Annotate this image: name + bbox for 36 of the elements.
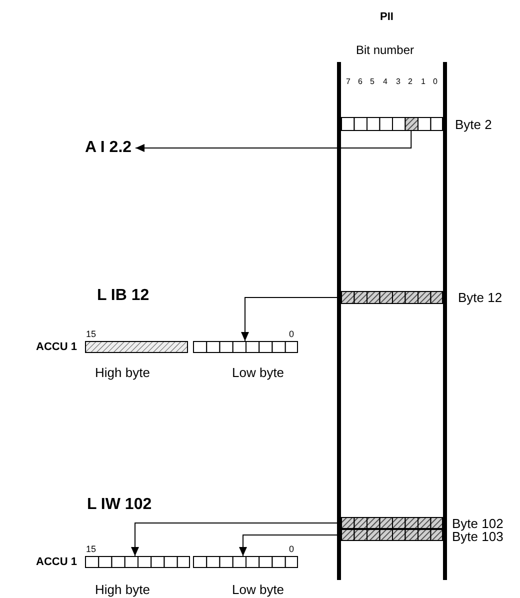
register-name: ACCU 1 xyxy=(36,557,77,568)
byte-label: Byte 12 xyxy=(458,291,502,304)
byte-label: Byte 103 xyxy=(452,530,504,543)
register-bar xyxy=(193,556,298,568)
bit-number: 0 xyxy=(433,78,438,86)
register-bar xyxy=(341,517,443,529)
register-bar xyxy=(85,341,188,353)
bit-number: 6 xyxy=(358,78,362,86)
register-bar xyxy=(193,341,298,353)
bit-index: 0 xyxy=(289,330,294,339)
bit-number: 7 xyxy=(346,78,350,86)
column-heading: PII xyxy=(380,12,394,23)
byte-label: High byte xyxy=(95,366,150,379)
register-name: ACCU 1 xyxy=(36,342,77,353)
byte-label: Low byte xyxy=(232,366,284,379)
register-bar xyxy=(341,529,443,541)
register-bar xyxy=(341,291,443,304)
bit-index: 0 xyxy=(289,545,294,554)
byte-label: High byte xyxy=(95,583,150,596)
byte-label: Byte 102 xyxy=(452,517,504,530)
bit-number: 4 xyxy=(383,78,388,86)
axis-caption: Bit number xyxy=(356,44,414,56)
arrow xyxy=(135,130,412,152)
byte-label: Byte 2 xyxy=(455,118,492,131)
register-bar xyxy=(341,117,443,131)
register-bar xyxy=(85,556,190,568)
instruction-label: L IW 102 xyxy=(87,497,152,513)
bit-index: 15 xyxy=(86,545,96,554)
instruction-label: L IB 12 xyxy=(97,288,150,304)
byte-label: Low byte xyxy=(232,583,284,596)
bit-number: 1 xyxy=(421,78,426,86)
bit-number: 5 xyxy=(370,78,374,86)
instruction-label: A I 2.2 xyxy=(85,140,132,156)
bit-number: 3 xyxy=(396,78,400,86)
bit-index: 15 xyxy=(86,330,96,339)
bit-number: 2 xyxy=(408,78,412,86)
